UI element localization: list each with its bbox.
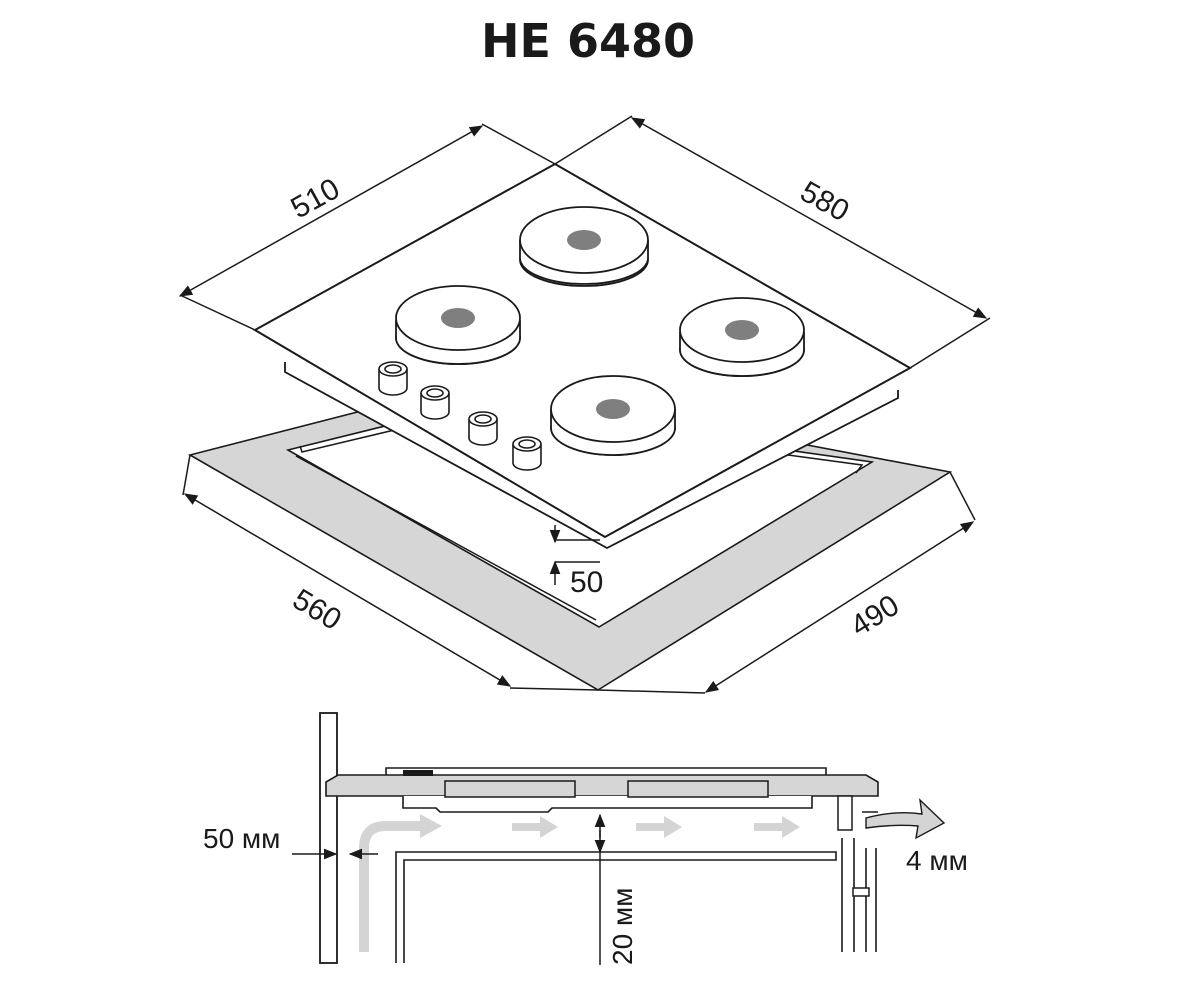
- dimension-lines: [178, 115, 991, 694]
- dim-label-510: 510: [286, 172, 346, 225]
- burner-right: [679, 297, 805, 377]
- burner-front: [550, 375, 676, 456]
- control-knob-4: [512, 436, 542, 471]
- label-50mm: 50 мм: [203, 823, 280, 854]
- hob-glass-section: [385, 767, 827, 775]
- airflow-exit-arrow: [865, 798, 946, 840]
- side-dimension-lines: [292, 811, 878, 965]
- burner-back: [519, 206, 649, 287]
- hob-body-section: [402, 796, 813, 813]
- control-knob-2: [420, 385, 450, 420]
- back-wall: [319, 712, 338, 964]
- label-20mm: 20 мм: [607, 888, 638, 965]
- airflow-arrows: [512, 816, 800, 838]
- dim-label-490: 490: [845, 589, 905, 644]
- dim-label-580: 580: [795, 175, 855, 228]
- control-knob-3: [468, 411, 498, 446]
- oven-top: [395, 851, 837, 963]
- burner-left: [395, 285, 521, 365]
- dim-label-50: 50: [570, 566, 603, 599]
- dim-label-560: 560: [287, 583, 347, 637]
- cabinet-handle: [852, 887, 870, 897]
- worktop: [325, 774, 879, 797]
- page-title: HE 6480: [481, 14, 695, 68]
- label-4mm: 4 мм: [906, 845, 968, 876]
- airflow-path: [359, 821, 420, 952]
- heating-element-right: [627, 780, 769, 798]
- airflow-arrow-1: [420, 814, 442, 838]
- hob-control-tab: [403, 770, 433, 776]
- heating-element-left: [444, 780, 576, 798]
- front-bracket: [837, 795, 853, 831]
- control-knob-1: [378, 361, 408, 396]
